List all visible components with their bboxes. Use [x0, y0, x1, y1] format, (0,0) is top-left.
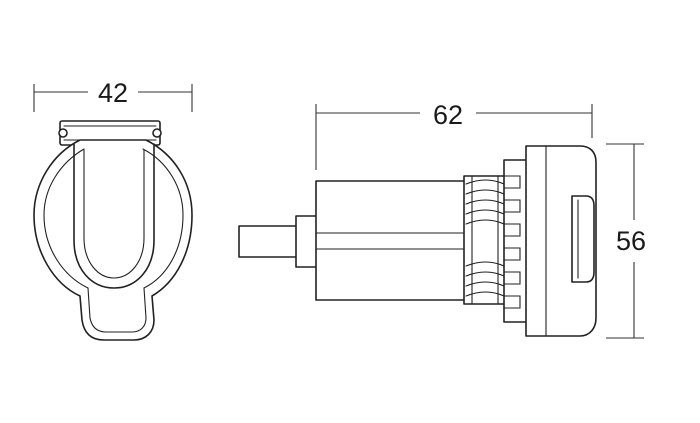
front-flange [525, 145, 597, 337]
thread-lines [465, 179, 505, 297]
dimension-label-length: 62 [433, 100, 463, 130]
hinge-pin-right [152, 128, 162, 138]
dimension-42: 42 [33, 78, 193, 112]
cap-lever [571, 195, 595, 283]
dimension-label-width: 42 [98, 78, 128, 108]
hinge-pin-left [58, 128, 68, 138]
cap-flap-inner [83, 149, 145, 279]
dimension-56: 56 [606, 143, 646, 339]
side-view [238, 145, 597, 337]
socket-body [315, 180, 469, 301]
cap-flap [73, 143, 155, 289]
cap-inner-edge [43, 148, 184, 333]
front-view [33, 120, 193, 341]
dimension-62: 62 [315, 100, 593, 170]
plug-stub [238, 225, 302, 258]
knurl-notches [503, 175, 521, 309]
knurled-nut [503, 159, 529, 323]
dimension-label-height: 56 [616, 226, 646, 256]
plug-collar [295, 215, 319, 268]
